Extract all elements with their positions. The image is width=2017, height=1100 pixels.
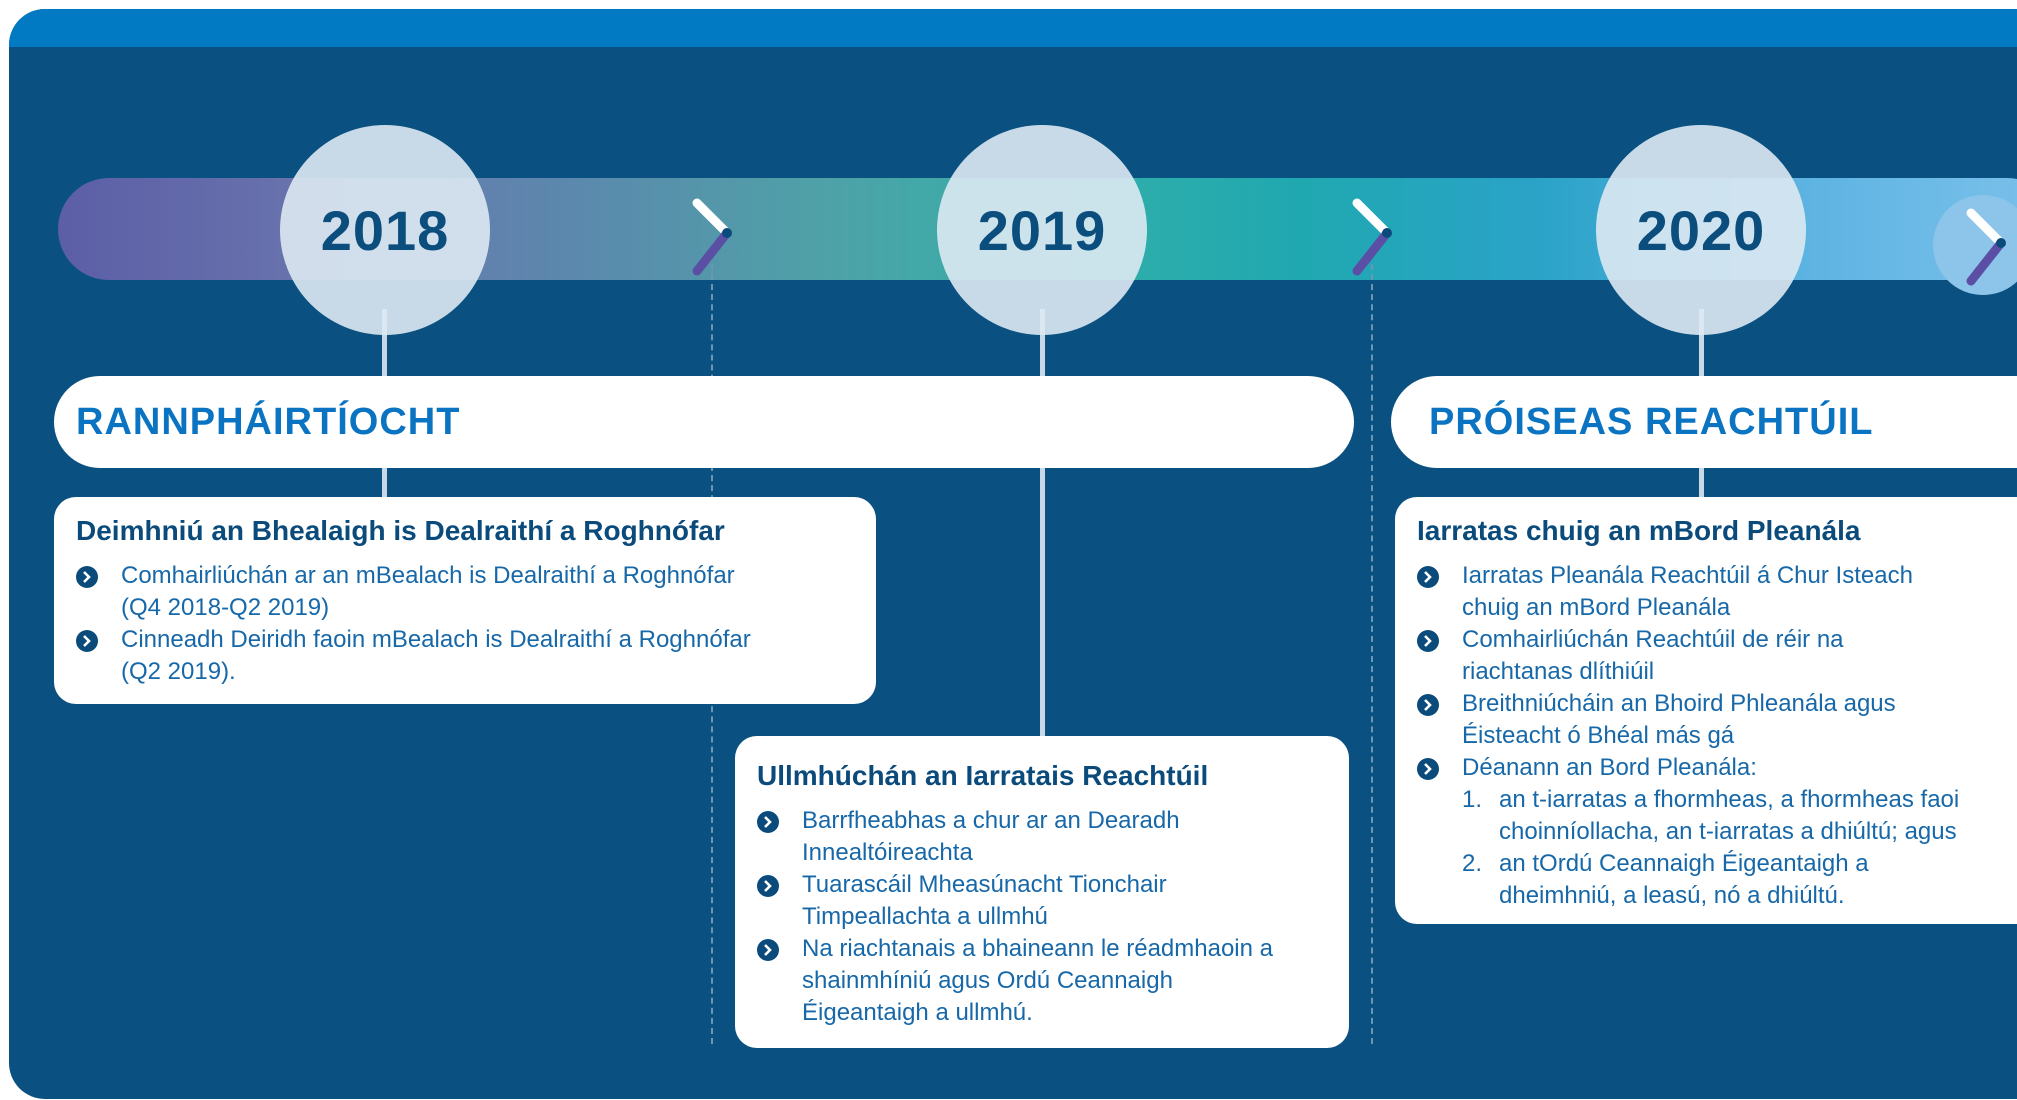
chevron-circle-right-icon [76, 566, 98, 588]
year-2019: 2019 [937, 125, 1147, 335]
timeline-panel: 2018 2019 2020 RANNPHÁIRTÍOCHT PRÓISEAS … [9, 9, 2017, 1099]
card-route-confirmation: Deimhniú an Bhealaigh is Dealraithí a Ro… [54, 497, 876, 704]
chevron-circle-right-icon [757, 811, 779, 833]
phase-title: PRÓISEAS REACHTÚIL [1429, 400, 1874, 443]
card-title: Deimhniú an Bhealaigh is Dealraithí a Ro… [76, 515, 725, 546]
period-divider [1371, 264, 1373, 1044]
chevron-right-icon [692, 198, 732, 276]
list-item: Na riachtanais a bhaineann le réadmhaoin… [802, 935, 1273, 1026]
card-statutory-application-prep: Ullmhúchán an Iarratais Reachtúil Barrfh… [735, 736, 1349, 1048]
chevron-circle-right-icon [1417, 630, 1439, 652]
chevron-right-icon [1352, 198, 1392, 276]
chevron-circle-right-icon [76, 630, 98, 652]
phase-title: RANNPHÁIRTÍOCHT [76, 400, 461, 443]
phase-header-statutory: PRÓISEAS REACHTÚIL [1391, 376, 2017, 468]
year-2020: 2020 [1596, 125, 1806, 335]
list-item: Cinneadh Deiridh faoin mBealach is Dealr… [121, 626, 751, 685]
chevron-circle-right-icon [1933, 195, 2017, 295]
top-band [9, 9, 2017, 47]
chevron-circle-right-icon [757, 939, 779, 961]
year-2018: 2018 [280, 125, 490, 335]
card-title: Iarratas chuig an mBord Pleanála [1417, 515, 1861, 546]
list-item: Comhairliúchán ar an mBealach is Dealrai… [121, 562, 735, 621]
chevron-circle-right-icon [1417, 566, 1439, 588]
chevron-circle-right-icon [1417, 758, 1439, 780]
numbered-item: an t-iarratas a fhormheas, a fhormheas f… [1499, 786, 1960, 845]
list-number: 1. [1462, 786, 1483, 813]
list-item: Iarratas Pleanála Reachtúil á Chur Istea… [1462, 562, 1913, 621]
phase-header-engagement: RANNPHÁIRTÍOCHT [54, 376, 1354, 468]
card-application-to-board: Iarratas chuig an mBord Pleanála Iarrata… [1395, 497, 2017, 924]
chevron-circle-right-icon [1417, 694, 1439, 716]
connector-line [1040, 309, 1045, 749]
card-title: Ullmhúchán an Iarratais Reachtúil [757, 760, 1209, 791]
chevron-circle-right-icon [757, 875, 779, 897]
list-number: 2. [1462, 850, 1483, 877]
list-item: Déanann an Bord Pleanála: [1462, 754, 1757, 781]
